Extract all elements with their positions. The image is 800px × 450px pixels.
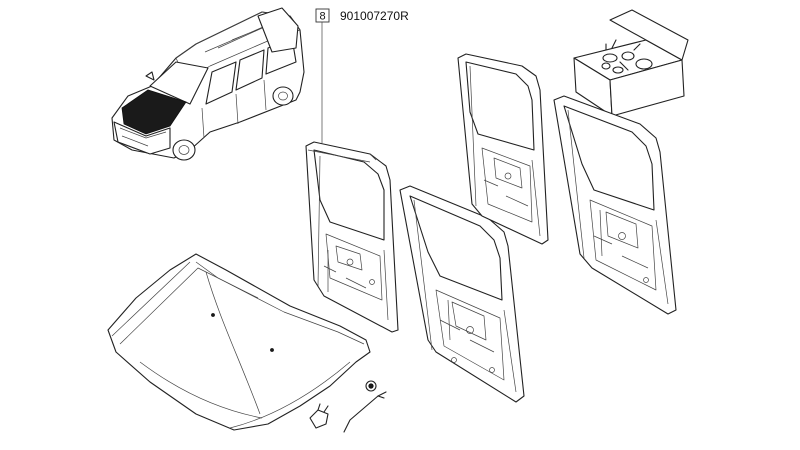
hood-panel [107, 253, 371, 431]
vehicle-overview [111, 7, 305, 161]
rear-door-panel-2 [399, 185, 525, 403]
fasteners-kit-box [573, 9, 689, 117]
callout-index-box [315, 8, 330, 23]
hood-hardware [309, 380, 387, 433]
callout-index: 8 [319, 11, 325, 23]
rear-door-panel-4 [553, 95, 677, 315]
rear-door-panel-1 [305, 141, 399, 333]
part-reference-number: 901007270R [340, 9, 409, 23]
rear-door-panel-3 [457, 53, 549, 245]
part-callout: 8 901007270R [315, 8, 409, 143]
